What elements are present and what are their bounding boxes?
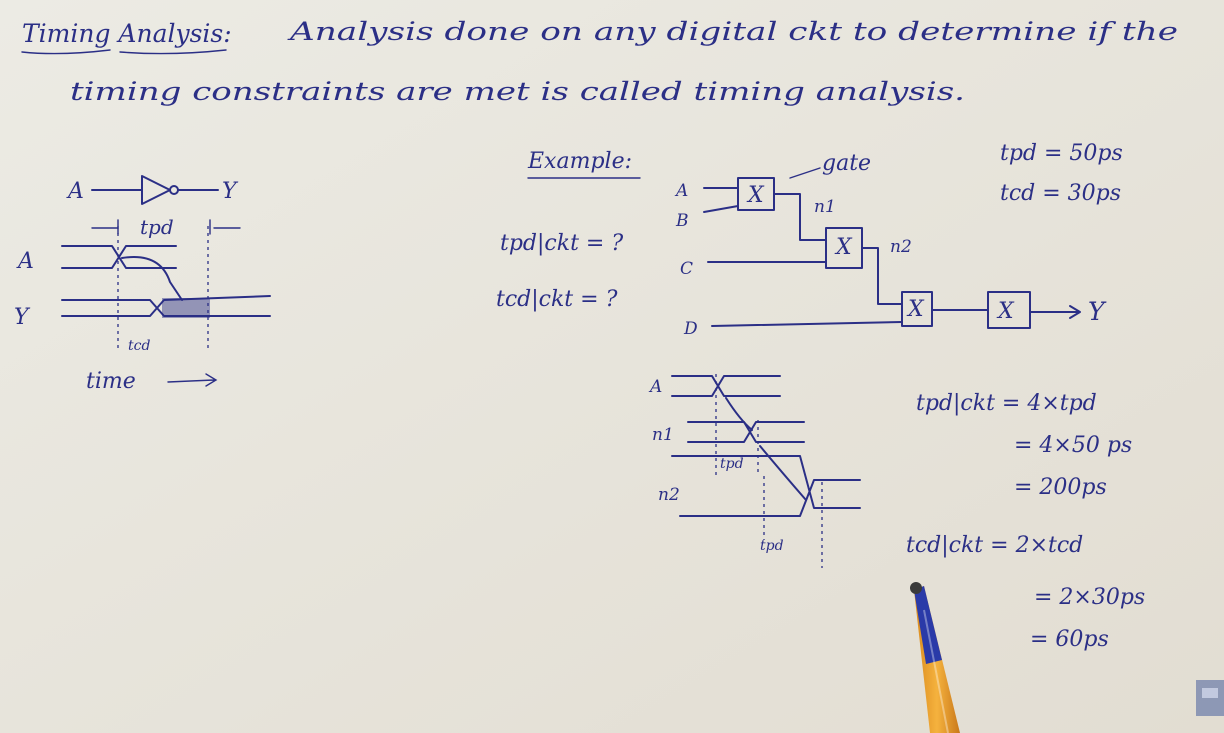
given-tpd: tpd = 50ps xyxy=(1000,141,1123,166)
wave-tpd-bottom: tpd xyxy=(760,538,784,554)
gate-1-symbol: X xyxy=(746,183,765,208)
inverter-symbol xyxy=(91,175,219,205)
gate-3-symbol: X xyxy=(906,297,925,322)
tpd-question: tpd|ckt = ? xyxy=(500,231,623,256)
results: tpd|ckt = 4×tpd = 4×50 ps = 200ps tcd|ck… xyxy=(906,391,1145,652)
time-axis-label: time xyxy=(86,369,136,394)
heading-title: Timing Analysis: xyxy=(22,19,232,48)
output-y-label: Y xyxy=(1088,297,1107,326)
timing-guides xyxy=(117,226,209,352)
corner-logo-icon xyxy=(1196,680,1224,716)
wave-causality-curves xyxy=(725,397,807,501)
title-underline xyxy=(21,49,227,55)
heading-line1: Analysis done on any digital ckt to dete… xyxy=(287,17,1178,46)
wave-n1 xyxy=(687,421,805,443)
input-b-label: B xyxy=(675,211,689,231)
uncertain-region xyxy=(162,298,210,318)
inverter-diagram: A Y tpd A Y tcd time xyxy=(14,175,271,394)
result-tpd-line1: tpd|ckt = 4×tpd xyxy=(916,391,1097,416)
input-a-label: A xyxy=(674,181,688,201)
chain-waveform: A n1 n2 tpd tpd xyxy=(648,374,861,568)
result-tcd-line1: tcd|ckt = 2×tcd xyxy=(906,533,1083,558)
waveform-y xyxy=(61,295,271,317)
gate-2-symbol: X xyxy=(834,235,853,260)
wave-tpd-inner: tpd xyxy=(720,456,744,472)
input-c-label: C xyxy=(680,259,693,279)
inverter-input-label: A xyxy=(66,179,84,204)
wire-n1 xyxy=(773,193,827,241)
inverter-bubble xyxy=(169,185,179,195)
wave-row-a: A xyxy=(648,377,662,397)
wave-row-n1: n1 xyxy=(652,425,674,445)
tcd-measure-label: tcd xyxy=(128,338,150,354)
row-a-label: A xyxy=(16,249,34,274)
wave-n2 xyxy=(671,455,861,517)
gate-chain-circuit: A B C D X gate n1 X n2 X X Y xyxy=(674,151,1107,339)
wave-guides xyxy=(715,374,823,568)
node-n2-label: n2 xyxy=(890,237,912,257)
row-y-label: Y xyxy=(14,305,31,330)
result-tcd-line2: = 2×30ps xyxy=(1034,585,1145,610)
node-n1-label: n1 xyxy=(814,197,836,217)
gate-label: gate xyxy=(822,151,871,176)
pen-icon xyxy=(910,582,960,733)
tpd-measure-label: tpd xyxy=(140,215,174,239)
waveform-a xyxy=(61,245,177,269)
definition-heading: Timing Analysis: Analysis done on any di… xyxy=(21,17,1178,106)
result-tcd-line3: = 60ps xyxy=(1030,627,1109,652)
given-values: tpd = 50ps tcd = 30ps xyxy=(1000,141,1123,206)
given-tcd: tcd = 30ps xyxy=(1000,181,1121,206)
example-label: Example: xyxy=(527,149,632,174)
inverter-output-label: Y xyxy=(222,179,239,204)
gate-pointer-arrow xyxy=(789,167,821,179)
time-arrow xyxy=(167,373,218,387)
result-tpd-line2: = 4×50 ps xyxy=(1014,433,1132,458)
wire-n2 xyxy=(861,247,903,305)
wire-d xyxy=(711,321,903,327)
tcd-question: tcd|ckt = ? xyxy=(496,287,618,312)
output-arrow xyxy=(1029,305,1081,319)
gate1-inputs xyxy=(703,187,739,213)
input-d-label: D xyxy=(683,319,698,339)
gate-4-symbol: X xyxy=(996,299,1015,324)
wave-a xyxy=(671,375,781,397)
result-tpd-line3: = 200ps xyxy=(1014,475,1107,500)
waveform-transition-curve xyxy=(121,256,183,301)
example-questions: Example: tpd|ckt = ? tcd|ckt = ? xyxy=(496,149,641,312)
wave-row-n2: n2 xyxy=(658,485,680,505)
heading-line2: timing constraints are met is called tim… xyxy=(70,77,965,106)
gate-4 xyxy=(987,291,1031,329)
